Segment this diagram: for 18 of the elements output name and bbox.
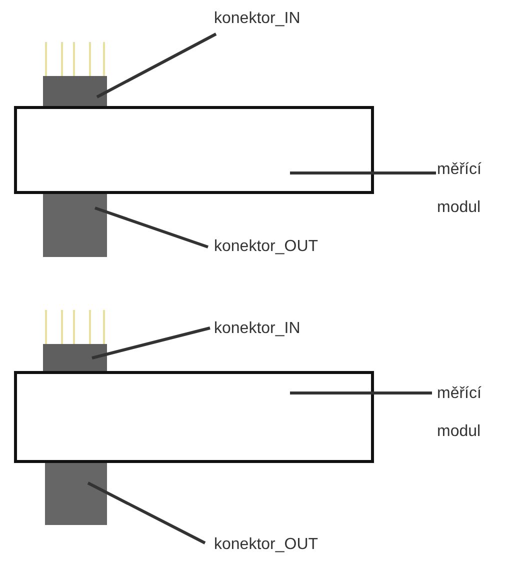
leader-line bbox=[87, 482, 206, 544]
part-label: konektor_OUT bbox=[214, 526, 318, 564]
part-label: měřící modul bbox=[437, 375, 507, 451]
part-label: konektor_OUT bbox=[214, 228, 318, 266]
leader-line bbox=[290, 392, 432, 394]
connector-block bbox=[43, 194, 107, 257]
part-label: konektor_IN bbox=[214, 0, 300, 38]
leader-line bbox=[94, 206, 208, 248]
part-label: konektor_IN bbox=[214, 310, 300, 348]
connector-block bbox=[45, 463, 107, 525]
part-label: měřící modul bbox=[437, 151, 507, 227]
leader-line bbox=[290, 172, 436, 174]
module-box bbox=[14, 106, 374, 194]
leader-line bbox=[96, 32, 217, 98]
pin-header-drawing bbox=[43, 310, 107, 371]
module-box bbox=[14, 371, 374, 463]
pin-header-drawing bbox=[43, 42, 107, 106]
leader-line bbox=[92, 326, 210, 360]
